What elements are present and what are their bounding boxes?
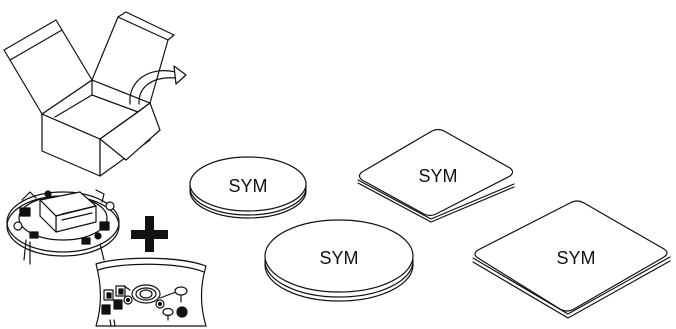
mounting-base-icon bbox=[6, 189, 120, 265]
small-round-detector: SYM bbox=[189, 156, 307, 219]
large-square-detector: SYM bbox=[472, 200, 671, 319]
small-round-label: SYM bbox=[228, 176, 267, 196]
large-round-detector: SYM bbox=[264, 219, 414, 302]
accessory-kit-icon bbox=[95, 257, 207, 327]
large-round-label: SYM bbox=[319, 248, 358, 268]
small-square-detector: SYM bbox=[357, 128, 515, 223]
open-box-icon bbox=[3, 11, 187, 177]
plus-icon bbox=[131, 216, 168, 252]
large-square-label: SYM bbox=[556, 248, 595, 268]
small-square-label: SYM bbox=[418, 166, 457, 186]
